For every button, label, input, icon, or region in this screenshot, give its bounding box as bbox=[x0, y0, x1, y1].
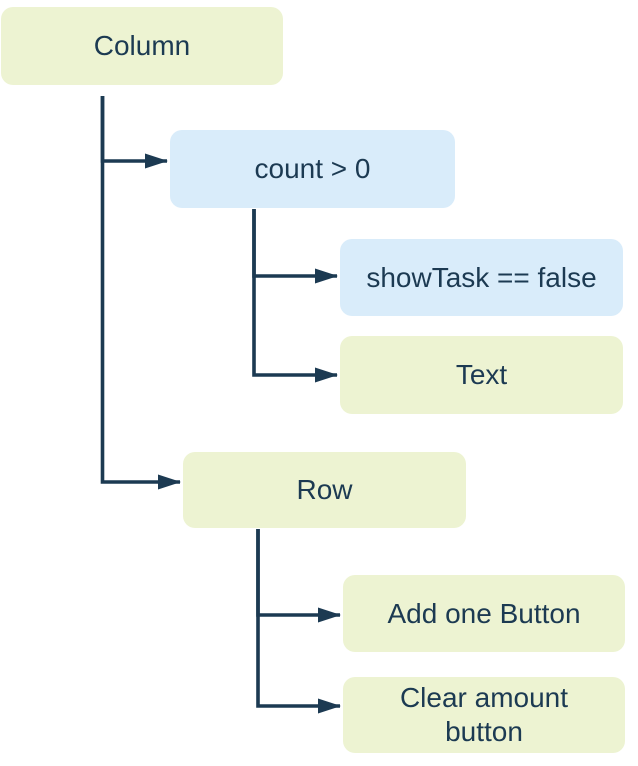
node-column: Column bbox=[1, 7, 283, 85]
node-clear-amount-button: Clear amount button bbox=[343, 677, 625, 753]
node-showtask-condition: showTask == false bbox=[340, 239, 623, 316]
edge-column-to-count-condition bbox=[100, 96, 168, 169]
node-label: Row bbox=[296, 474, 353, 505]
node-label: Text bbox=[455, 359, 508, 390]
node-row: Row bbox=[183, 452, 466, 528]
node-label: count > 0 bbox=[254, 153, 371, 184]
node-text: Text bbox=[340, 336, 623, 414]
edge-row-to-clear-amount-button bbox=[256, 529, 341, 714]
edge-count-condition-to-text bbox=[252, 209, 338, 383]
node-count-condition: count > 0 bbox=[170, 130, 455, 208]
edge-count-condition-to-showtask-condition bbox=[252, 209, 338, 284]
node-label: Clear amount button bbox=[399, 682, 569, 747]
node-label: Add one Button bbox=[387, 597, 581, 629]
node-label: Column bbox=[93, 30, 191, 61]
edge-row-to-add-one-button bbox=[256, 529, 341, 623]
node-label: showTask == false bbox=[366, 261, 597, 293]
edge-column-to-row bbox=[100, 96, 181, 490]
node-add-one-button: Add one Button bbox=[343, 575, 625, 652]
